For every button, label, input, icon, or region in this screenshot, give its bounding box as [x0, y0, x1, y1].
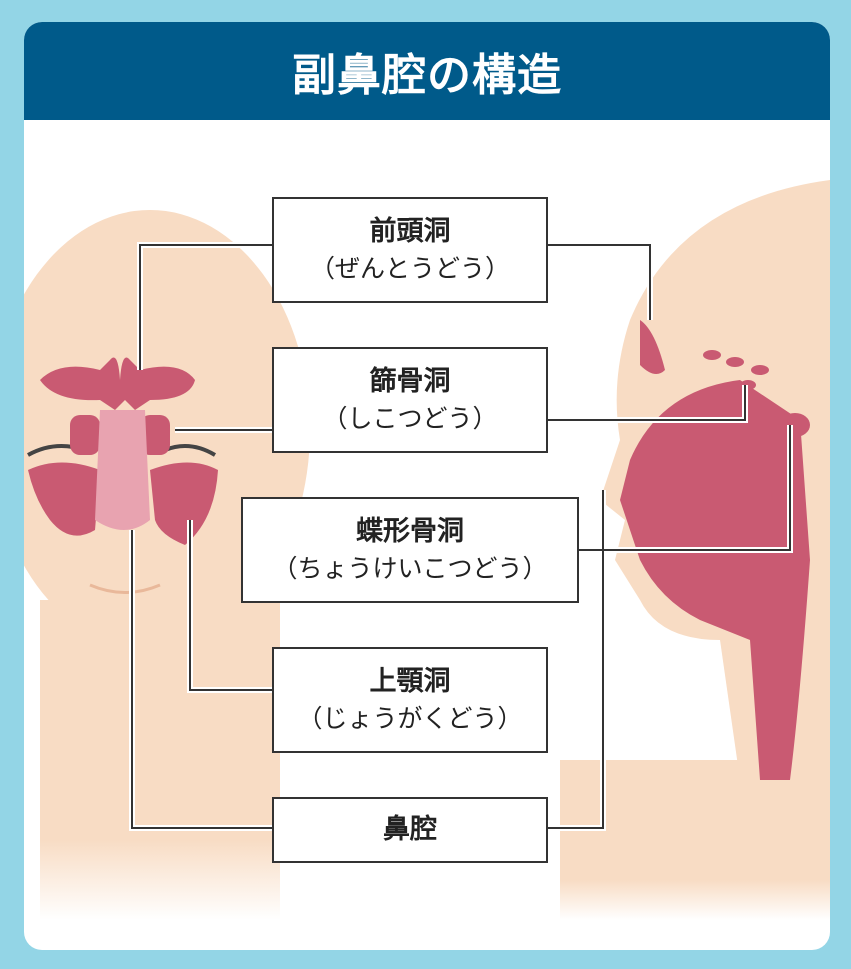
mouth	[89, 583, 161, 594]
side-profile	[560, 180, 830, 920]
label-name: 上顎洞	[369, 666, 451, 697]
label-maxillary-sinus: 上顎洞 （じょうがくどう）	[272, 647, 548, 753]
label-reading: （ちょうけいこつどう）	[272, 554, 548, 583]
label-reading: （しこつどう）	[322, 404, 498, 433]
label-frontal-sinus: 前頭洞 （ぜんとうどう）	[272, 197, 548, 303]
side-ethmoid-cells	[703, 350, 769, 390]
label-name: 鼻腔	[383, 814, 437, 845]
side-sphenoid-sinus	[780, 413, 810, 437]
right-ethmoid-sinus-shape	[140, 415, 170, 455]
right-maxillary-sinus-shape	[150, 462, 218, 545]
frontal-sinus-shape	[40, 357, 195, 410]
nasal-cavity-shape	[95, 410, 150, 530]
side-nasal-airway	[620, 380, 810, 780]
side-frontal-sinus	[640, 320, 665, 374]
leader-lines	[129, 242, 793, 831]
label-reading: （ぜんとうどう）	[309, 254, 510, 283]
label-name: 前頭洞	[369, 216, 451, 247]
page-title: 副鼻腔の構造	[24, 22, 830, 120]
left-maxillary-sinus-shape	[28, 462, 100, 536]
label-reading: （じょうがくどう）	[297, 704, 523, 733]
label-sphenoid-sinus: 蝶形骨洞 （ちょうけいこつどう）	[241, 497, 579, 603]
label-nasal-cavity: 鼻腔	[272, 797, 548, 863]
front-sinuses	[28, 357, 218, 545]
label-ethmoid-sinus: 篩骨洞 （しこつどう）	[272, 347, 548, 453]
label-name: 蝶形骨洞	[356, 516, 464, 547]
label-name: 篩骨洞	[369, 366, 451, 397]
left-ethmoid-sinus-shape	[70, 415, 100, 455]
